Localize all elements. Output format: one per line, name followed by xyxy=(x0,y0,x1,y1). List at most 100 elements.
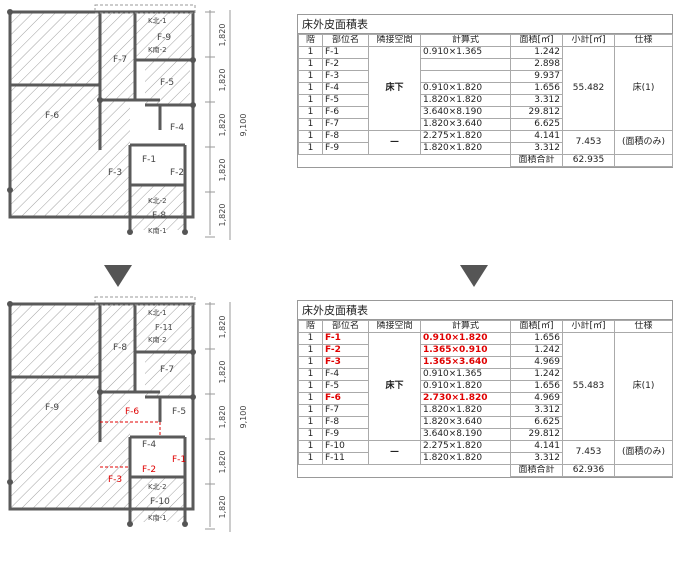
table-cell: 1 xyxy=(298,380,323,393)
total-label: 面積合計 xyxy=(510,464,563,477)
table-cell: 4.969 xyxy=(510,356,563,369)
table-cell: 1 xyxy=(298,70,323,83)
room-label: F-1 xyxy=(142,155,156,165)
table-cell: 1.242 xyxy=(510,46,563,59)
total-value: 62.936 xyxy=(562,464,615,477)
table-cell: 4.969 xyxy=(510,392,563,405)
table-cell: 1.820×3.640 xyxy=(420,118,511,131)
table-cell: 2.898 xyxy=(510,58,563,71)
header-cell: 小計[㎡] xyxy=(562,320,615,333)
blank-cell xyxy=(614,464,673,477)
room-label: F-5 xyxy=(172,407,186,417)
table-cell: 1 xyxy=(298,130,323,143)
room-label: F-2 xyxy=(170,168,184,178)
room-label: K南-2 xyxy=(148,335,167,344)
room-label: K南-1 xyxy=(148,513,167,522)
arrow-down-icon xyxy=(104,265,132,287)
room-label: F-11 xyxy=(155,323,173,332)
table-cell: 1.820×1.820 xyxy=(420,404,511,417)
total-value: 62.935 xyxy=(562,154,615,167)
table-cell: 55.483 xyxy=(562,332,615,441)
table-cell: (面積のみ) xyxy=(614,130,673,155)
table-header-row: 階 部位名 隣接空間 計算式 面積[㎡] 小計[㎡] 仕様 xyxy=(298,34,673,47)
table-cell: 0.910×1.820 xyxy=(420,332,511,345)
table-cell: F-6 xyxy=(322,106,369,119)
table-cell: 1 xyxy=(298,356,323,369)
table-cell: 床下 xyxy=(368,332,421,441)
table-cell: 2.275×1.820 xyxy=(420,440,511,453)
table-cell: 1 xyxy=(298,440,323,453)
table-cell: 床下 xyxy=(368,46,421,131)
table-cell: 0.910×1.820 xyxy=(420,380,511,393)
table-cell: 1 xyxy=(298,106,323,119)
header-cell: 隣接空間 xyxy=(368,320,421,333)
room-label: F-7 xyxy=(113,55,127,65)
floor-plan-top-svg: F-6 F-7 F-9 K南-2 K北-1 F-5 F-4 F-1 F-2 F-… xyxy=(7,4,248,240)
room-label-changed: F-3 xyxy=(108,475,122,485)
room-label: F-8 xyxy=(152,211,166,221)
table-title: 床外皮面積表 xyxy=(298,15,672,34)
dimension-label: 1,820 xyxy=(218,114,227,137)
table-cell: 1.365×3.640 xyxy=(420,356,511,369)
dimension-label: 1,820 xyxy=(218,406,227,429)
room-label: F-3 xyxy=(108,168,122,178)
table-cell: 1 xyxy=(298,368,323,381)
table-cell: F-7 xyxy=(322,404,369,417)
table-cell: F-4 xyxy=(322,368,369,381)
header-cell: 部位名 xyxy=(322,320,369,333)
table-cell: 1.820×1.820 xyxy=(420,94,511,107)
table-cell: 1 xyxy=(298,46,323,59)
floor-plan-top: F-6 F-7 F-9 K南-2 K北-1 F-5 F-4 F-1 F-2 F-… xyxy=(0,0,260,255)
room-label: F-5 xyxy=(160,78,174,88)
table-cell: 1.820×1.820 xyxy=(420,142,511,155)
table-cell: 1 xyxy=(298,404,323,417)
table-cell: F-2 xyxy=(322,344,369,357)
table-cell: F-3 xyxy=(322,356,369,369)
table-cell: F-1 xyxy=(322,46,369,59)
table-title: 床外皮面積表 xyxy=(298,301,672,320)
dimension-label: 1,820 xyxy=(218,496,227,519)
table-cell: 1 xyxy=(298,416,323,429)
table-cell: 9.937 xyxy=(510,70,563,83)
room-label-changed: F-2 xyxy=(142,465,156,475)
room-label: K南-2 xyxy=(148,45,167,54)
blank-cell xyxy=(299,465,511,477)
table-cell: 6.625 xyxy=(510,416,563,429)
table-cell: F-11 xyxy=(322,452,369,465)
table-cell: 1 xyxy=(298,344,323,357)
table-cell: 1 xyxy=(298,392,323,405)
room-label: F-6 xyxy=(45,111,59,121)
table-cell: F-2 xyxy=(322,58,369,71)
table-cell: 7.453 xyxy=(562,440,615,465)
room-label: F-9 xyxy=(45,403,59,413)
table-cell: F-5 xyxy=(322,94,369,107)
dimension-label: 1,820 xyxy=(218,361,227,384)
table-cell: 3.312 xyxy=(510,452,563,465)
table-cell: 7.453 xyxy=(562,130,615,155)
dimension-label: 1,820 xyxy=(218,69,227,92)
table-cell: 1 xyxy=(298,118,323,131)
table-cell: 29.812 xyxy=(510,106,563,119)
room-label: F-8 xyxy=(113,343,127,353)
room-label: F-10 xyxy=(150,497,170,507)
table-cell: — xyxy=(368,440,421,465)
room-label: F-9 xyxy=(157,33,171,43)
header-cell: 部位名 xyxy=(322,34,369,47)
arrow-down-icon xyxy=(460,265,488,287)
table-cell: F-9 xyxy=(322,142,369,155)
table-cell: 3.312 xyxy=(510,142,563,155)
dimension-label: 1,820 xyxy=(218,159,227,182)
header-cell: 面積[㎡] xyxy=(510,320,563,333)
total-label: 面積合計 xyxy=(510,154,563,167)
floor-plan-bottom-svg: F-9 F-8 F-11 K南-2 K北-1 F-7 F-6 F-5 F-4 F… xyxy=(7,296,248,532)
